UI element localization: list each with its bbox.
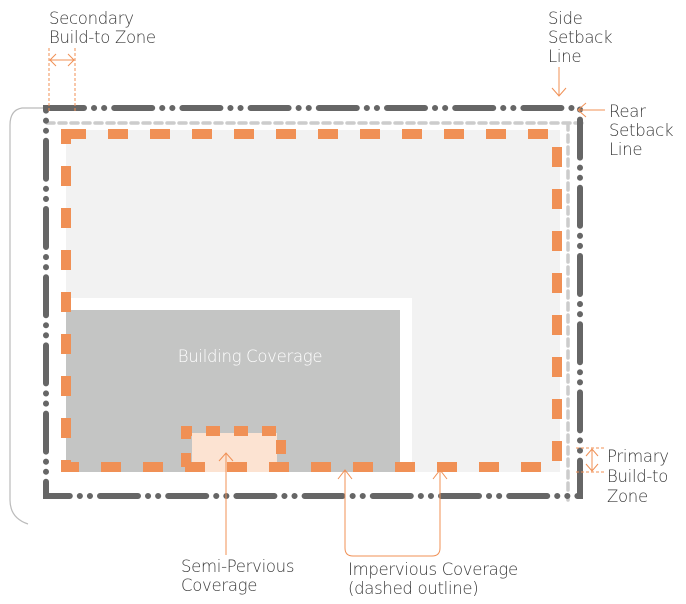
rear-setback-label-3: Line <box>609 140 642 159</box>
side-setback-label-1: Side <box>548 9 582 28</box>
impervious-outline <box>61 129 562 472</box>
semi-pervious-label-2: Coverage <box>181 576 257 595</box>
side-setback-label-3: Line <box>548 47 581 66</box>
impervious-label-1: Impervious Coverage <box>348 560 518 579</box>
impervious-label-2: (dashed outline) <box>348 579 478 598</box>
secondary-zone-label-2: Build-to Zone <box>49 28 156 47</box>
side-setback-label-2: Setback <box>548 28 613 47</box>
semi-pervious-arrow-icon <box>218 452 234 555</box>
street-edge <box>9 107 45 525</box>
rear-setback-arrow-icon <box>577 102 605 118</box>
building-coverage-label: Building Coverage <box>178 347 322 366</box>
side-setback-arrow-icon <box>551 67 567 97</box>
rear-setback-label-2: Setback <box>609 121 674 140</box>
secondary-zone-label-1: Secondary <box>49 9 134 28</box>
lot-line <box>43 105 583 499</box>
secondary-zone-arrow-icon <box>48 48 76 112</box>
rear-setback-label-1: Rear <box>609 102 646 121</box>
semi-pervious-outline <box>181 426 286 467</box>
primary-zone-arrow-icon <box>576 447 605 473</box>
setback-line <box>45 121 586 502</box>
impervious-bracket-icon <box>337 469 448 557</box>
semi-pervious-label-1: Semi-Pervious <box>181 557 294 576</box>
primary-zone-label-3: Zone <box>607 487 648 506</box>
primary-zone-label-2: Build-to <box>607 467 668 486</box>
primary-zone-label-1: Primary <box>607 447 669 466</box>
